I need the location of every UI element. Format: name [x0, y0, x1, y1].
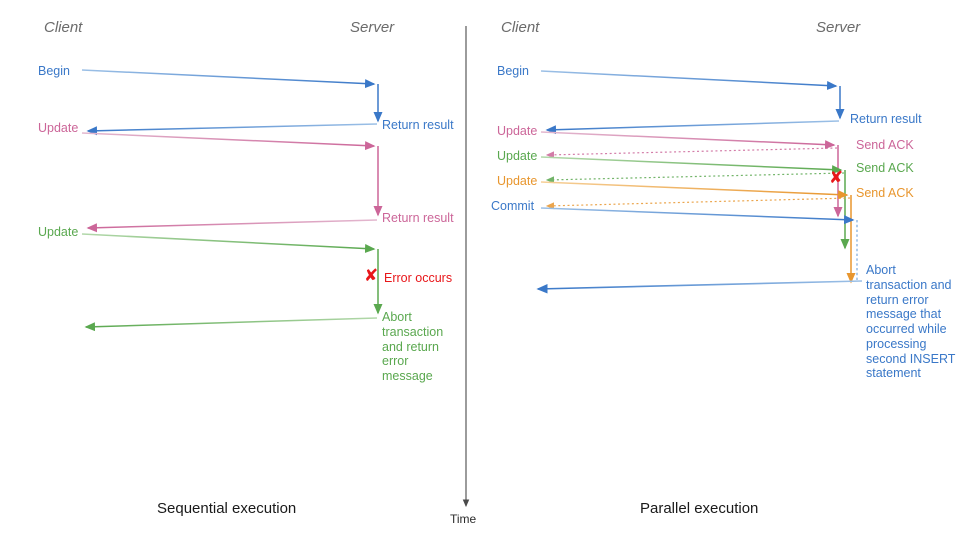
arrow-update-3-par	[540, 181, 849, 200]
par-label-send-ack-2: Send ACK	[856, 161, 914, 175]
panel-parallel-caption: Parallel execution	[640, 500, 759, 517]
error-x-icon: ✘	[364, 266, 379, 285]
par-label-abort-note: Abort transaction and return error messa…	[866, 263, 956, 381]
seq-label-return-result-2: Return result	[382, 211, 454, 225]
arrow-begin-par	[540, 70, 838, 91]
par-label-send-ack-1: Send ACK	[856, 138, 914, 152]
par-label-update-1: Update	[497, 124, 538, 138]
arrow-ack-3-par	[545, 197, 851, 210]
arrow-abort-return-par	[536, 280, 863, 294]
panel-sequential-caption: Sequential execution	[157, 500, 297, 517]
arrow-update-1-par	[540, 131, 836, 150]
panel-sequential-client-header: Client	[44, 19, 83, 36]
par-error-x-icon: ✘	[829, 168, 844, 187]
par-label-send-ack-3: Send ACK	[856, 186, 914, 200]
arrow-commit-par	[540, 207, 855, 225]
par-label-return-result: Return result	[850, 112, 922, 126]
seq-label-abort-note: Abort transaction and return error messa…	[382, 310, 444, 383]
arrow-update-1	[81, 132, 376, 151]
par-label-commit: Commit	[491, 199, 535, 213]
arrow-update-2-par	[540, 156, 843, 175]
panel-parallel-server-header: Server	[816, 19, 861, 36]
arrow-return-result-par	[545, 120, 840, 135]
time-axis-label: Time	[450, 512, 477, 526]
panel-parallel-client-header: Client	[501, 19, 540, 36]
arrow-ack-1-par	[545, 147, 838, 159]
arrow-return-result-1	[86, 123, 378, 136]
panel-sequential	[81, 69, 383, 332]
seq-label-error-occurs: Error occurs	[384, 271, 453, 285]
panel-sequential-server-header: Server	[350, 19, 395, 36]
arrow-return-result-2	[86, 219, 378, 233]
par-label-update-2: Update	[497, 149, 538, 163]
par-label-begin: Begin	[497, 64, 529, 78]
arrow-ack-2-par	[545, 172, 845, 184]
seq-label-begin: Begin	[38, 64, 70, 78]
seq-label-update-2: Update	[38, 225, 79, 239]
arrow-begin	[81, 69, 376, 89]
seq-label-return-result-1: Return result	[382, 118, 454, 132]
arrow-abort-return-seq	[84, 317, 378, 332]
seq-label-update-1: Update	[38, 121, 79, 135]
panel-parallel	[536, 70, 863, 294]
par-label-update-3: Update	[497, 174, 538, 188]
arrow-update-2	[81, 233, 376, 254]
